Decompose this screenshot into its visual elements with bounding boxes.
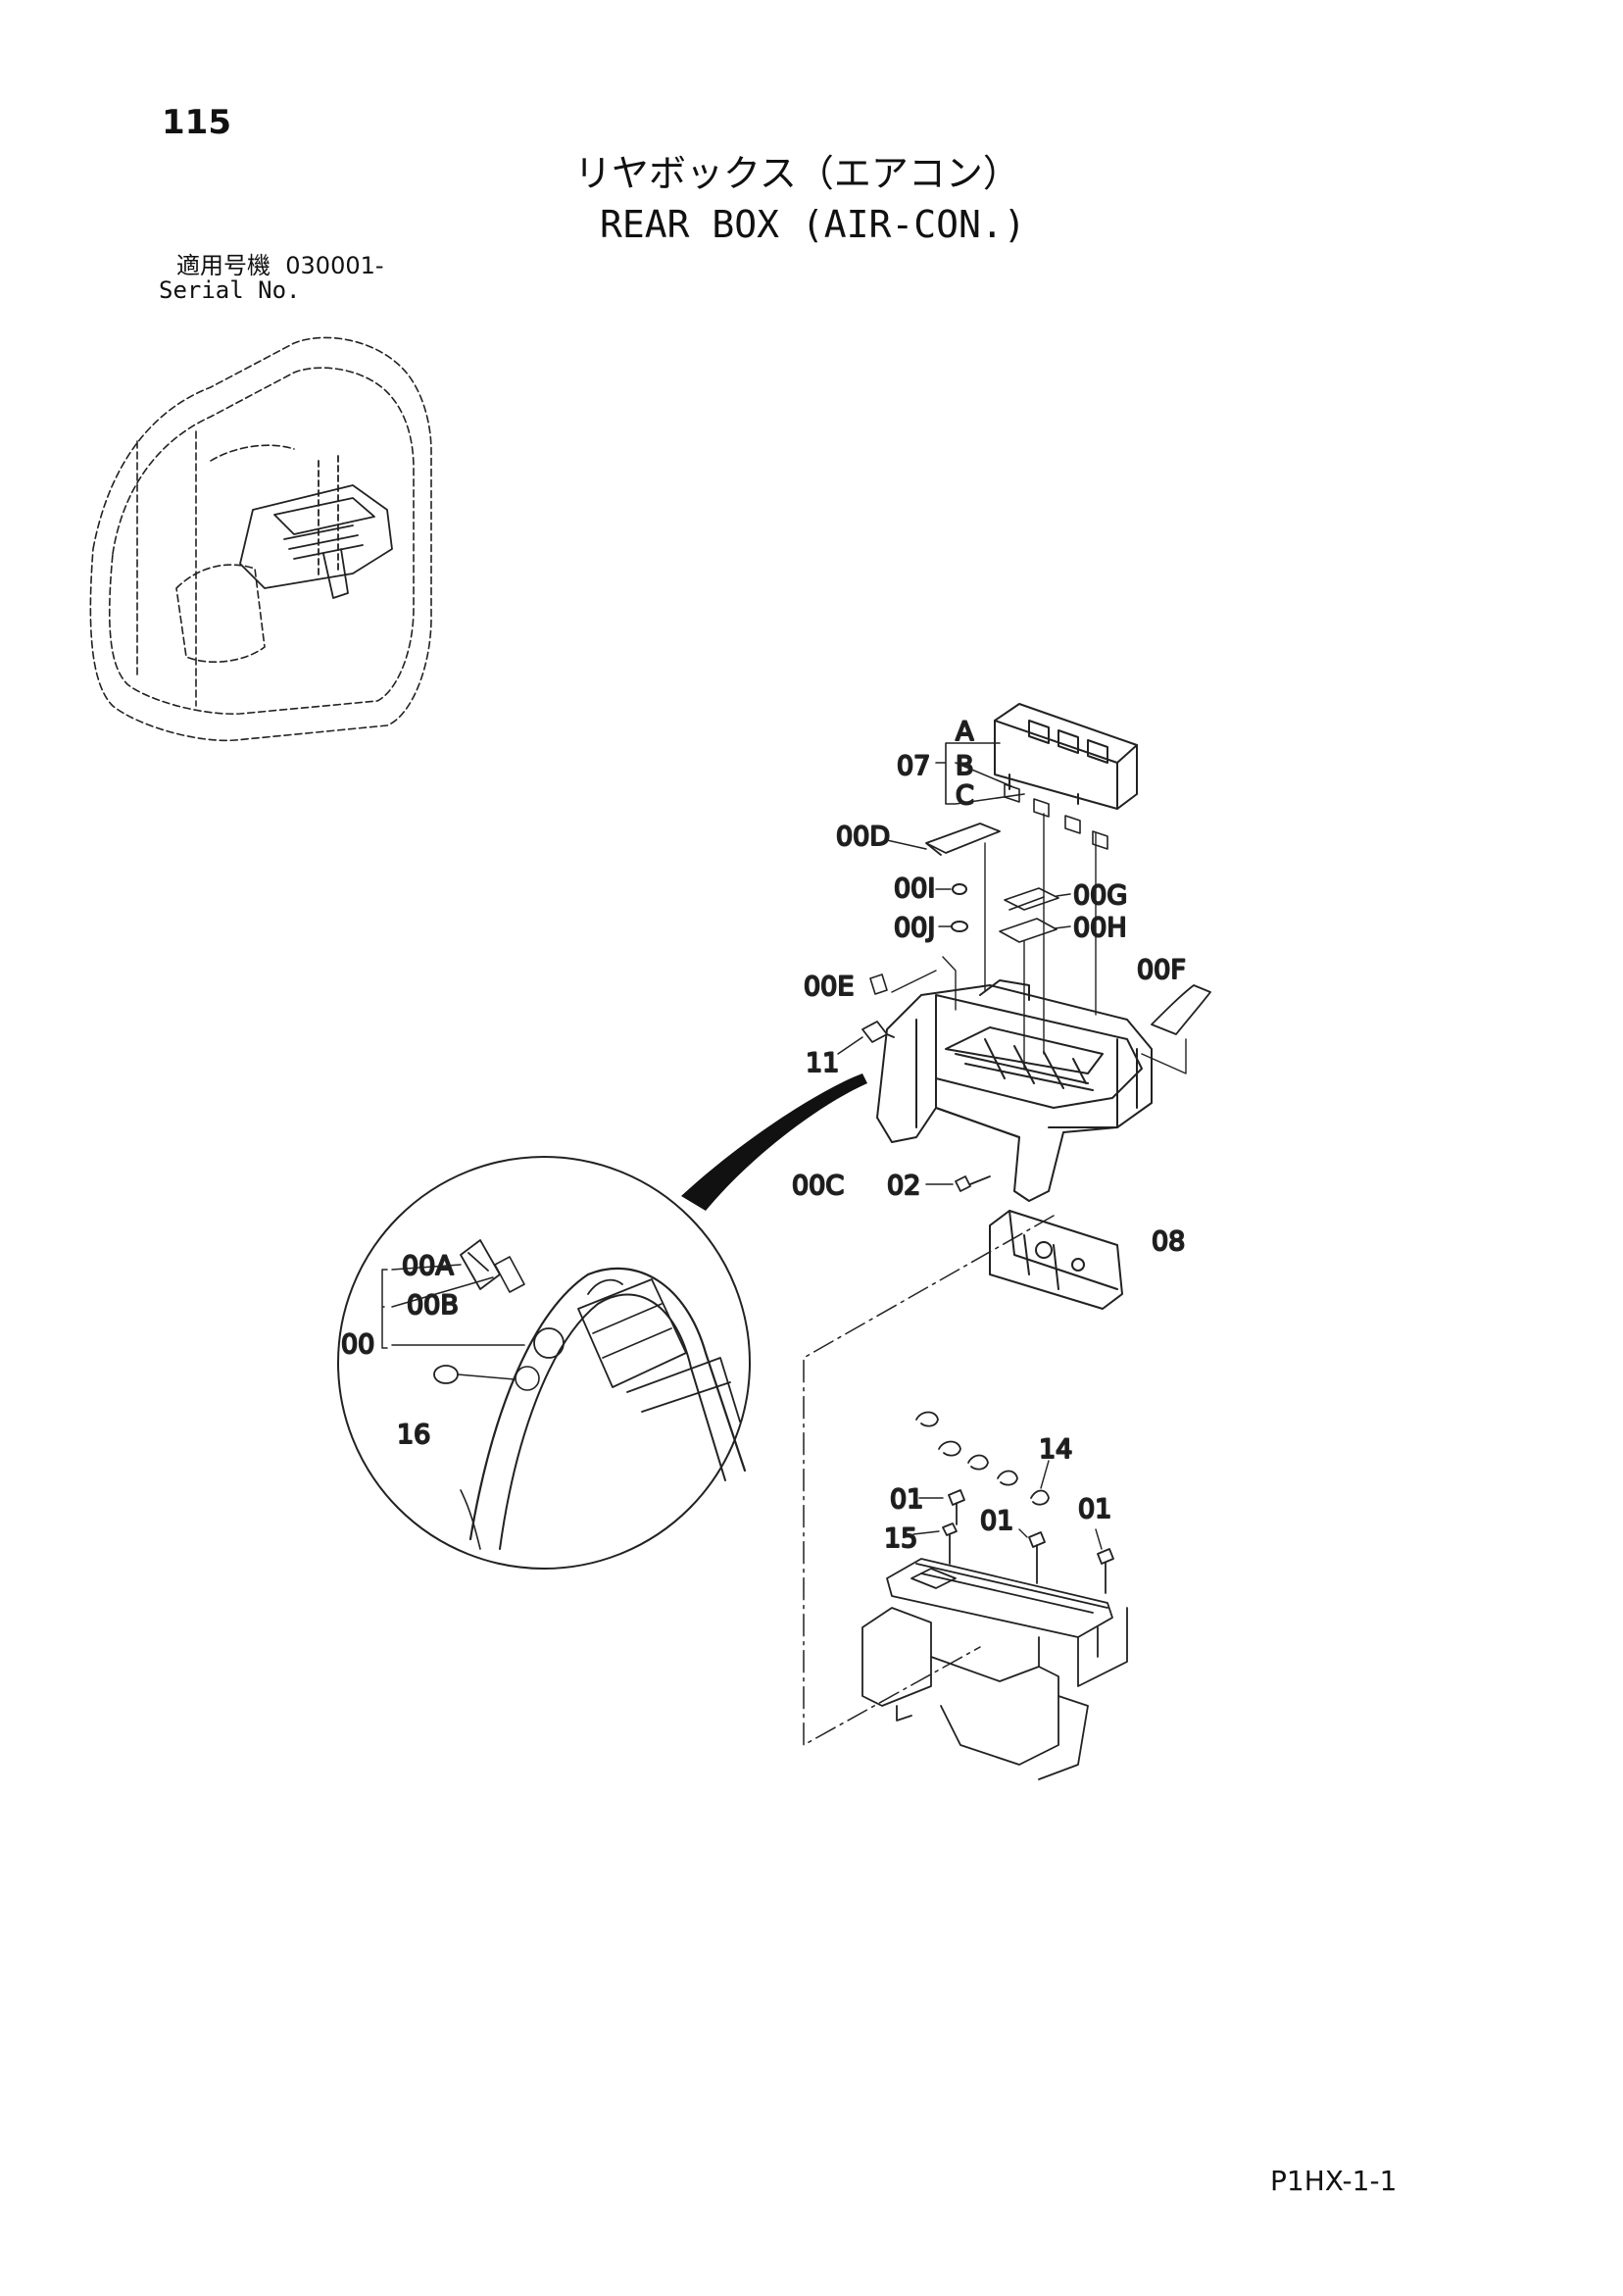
page-title-english: REAR BOX (AIR-CON.) xyxy=(600,203,1026,246)
callout-01-right: 01 xyxy=(1078,1494,1111,1524)
callout-07: 07 xyxy=(897,751,930,781)
leader-to-box xyxy=(891,813,1187,1074)
part-00J xyxy=(951,921,968,932)
callout-00F: 00F xyxy=(1137,955,1186,985)
callout-00B: 00B xyxy=(407,1290,459,1321)
clips-14 xyxy=(915,1411,1050,1506)
switch-components-c xyxy=(1004,783,1108,850)
rear-box-main xyxy=(876,979,1153,1202)
bolts-01-15 xyxy=(912,1489,1114,1594)
footer-page-code: P1HX-1-1 xyxy=(1270,2165,1398,2197)
leader-11 xyxy=(837,1036,863,1055)
serial-line-japanese: 適用号機 030001- xyxy=(176,254,384,277)
callout-01-left: 01 xyxy=(890,1484,923,1515)
callout-00: 00 xyxy=(341,1329,374,1360)
serial-number: 030001- xyxy=(285,252,384,279)
part-00H xyxy=(999,918,1057,943)
lid-00D xyxy=(925,823,1001,856)
callout-B: B xyxy=(956,751,974,781)
bolt-02 xyxy=(955,1175,991,1192)
leader-00G-00H xyxy=(1054,893,1071,929)
part-00B xyxy=(494,1256,525,1293)
callout-00A: 00A xyxy=(402,1251,454,1281)
zoom-detail-circle xyxy=(337,1156,751,1570)
callout-A: A xyxy=(956,717,974,747)
plug-16 xyxy=(433,1365,459,1384)
callout-02: 02 xyxy=(887,1171,920,1201)
page-number: 115 xyxy=(162,103,231,142)
part-11 xyxy=(861,1021,895,1043)
part-00E xyxy=(869,973,888,995)
callout-00J: 00J xyxy=(894,913,935,943)
bracket-08 xyxy=(989,1210,1123,1310)
part-00G xyxy=(1004,887,1059,911)
part-00F xyxy=(1151,984,1211,1035)
callout-00D: 00D xyxy=(836,822,890,852)
callout-00H: 00H xyxy=(1073,913,1127,943)
page-title-japanese: リヤボックス（エアコン） xyxy=(574,152,1020,195)
part-00I xyxy=(952,883,967,895)
callout-00C: 00C xyxy=(792,1171,844,1201)
callout-00E: 00E xyxy=(804,972,854,1002)
leader-00D xyxy=(886,839,927,850)
callout-11: 11 xyxy=(806,1048,839,1078)
bracket-00 xyxy=(381,1264,525,1349)
callout-16: 16 xyxy=(397,1420,430,1450)
callout-14: 14 xyxy=(1039,1434,1072,1465)
serial-label-english: Serial No. xyxy=(159,276,301,304)
callout-00G: 00G xyxy=(1073,880,1127,911)
serial-label-japanese: 適用号機 xyxy=(176,252,270,279)
leader-16 xyxy=(457,1373,516,1380)
callout-00I: 00I xyxy=(894,873,935,904)
control-panel-cover-07 xyxy=(994,703,1138,810)
callout-01-middle: 01 xyxy=(980,1506,1013,1536)
cab-rear-box-detail xyxy=(239,455,393,599)
callout-08: 08 xyxy=(1152,1226,1185,1257)
mounting-frame xyxy=(861,1558,1128,1780)
cab-overview-illustration xyxy=(89,336,432,742)
bracket-07 xyxy=(935,742,1025,805)
zoom-balloon-connector xyxy=(681,1073,867,1211)
callout-C: C xyxy=(956,780,974,811)
connector-dash-dot xyxy=(803,1215,1055,1746)
callout-15: 15 xyxy=(884,1523,917,1554)
leader-00I-00J xyxy=(935,888,952,927)
